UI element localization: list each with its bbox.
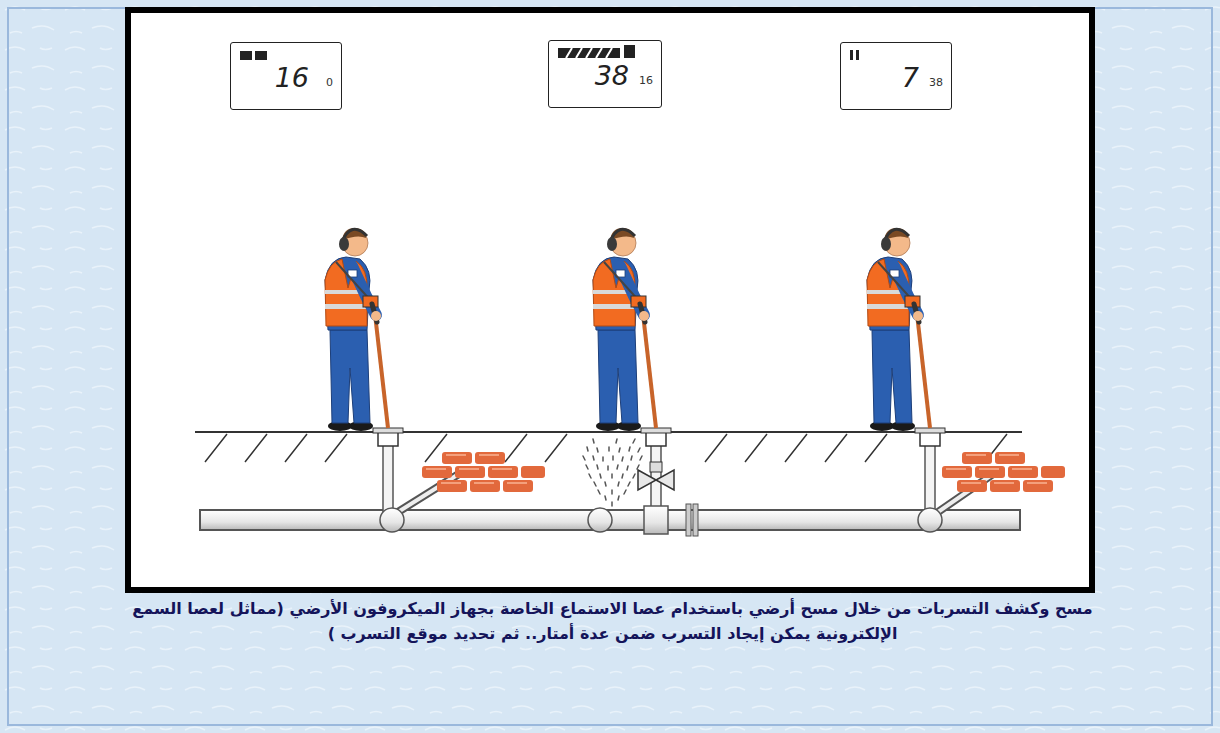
ground-hatch	[205, 434, 1007, 462]
valve-lid	[373, 428, 403, 433]
pipe-tee	[644, 506, 668, 534]
brick-wall	[942, 452, 1065, 492]
bar-stripes	[566, 48, 612, 58]
previous-value: 0	[326, 76, 333, 89]
valve-bonnet	[650, 462, 662, 472]
risers	[373, 428, 945, 512]
display-bars	[240, 45, 859, 60]
signal-bar	[624, 45, 635, 58]
worker-with-ground-microphone	[325, 228, 388, 431]
signal-bar	[850, 50, 853, 60]
signal-bar	[240, 51, 252, 60]
pipe-joint	[588, 508, 612, 532]
detector-display: 38 16	[548, 40, 662, 108]
signal-bar	[856, 50, 859, 60]
picture-frame	[128, 10, 1092, 590]
signal-bar	[558, 48, 620, 58]
worker-with-ground-microphone	[593, 228, 656, 431]
valve-box	[646, 432, 666, 446]
pipe-joint	[380, 508, 404, 532]
gate-valve	[638, 470, 674, 490]
signal-bar	[255, 51, 267, 60]
reading-value: 38	[595, 60, 629, 91]
reading-value: 7	[902, 62, 919, 93]
previous-value: 16	[639, 74, 653, 87]
valve-lid	[641, 428, 671, 433]
valve-box	[920, 432, 940, 446]
ground-line	[195, 431, 1022, 433]
detector-display: 16 0	[230, 42, 342, 110]
riser-pipe	[925, 444, 935, 512]
pipe-joint	[918, 508, 942, 532]
outer-frame	[8, 8, 1212, 725]
pipe-flange	[693, 504, 698, 536]
caption: مسح وكشف التسربات من خلال مسح أرضي باستخ…	[125, 597, 1100, 647]
pipe-flange	[686, 504, 691, 536]
detector-display: 7 38	[840, 42, 952, 110]
brick-wall	[422, 452, 545, 492]
valve-box	[378, 432, 398, 446]
worker-with-ground-microphone	[867, 228, 930, 431]
riser-pipe	[383, 444, 393, 512]
leak-spray	[583, 439, 642, 506]
valve-lid	[915, 428, 945, 433]
previous-value: 38	[929, 76, 943, 89]
reading-value: 16	[275, 62, 309, 93]
